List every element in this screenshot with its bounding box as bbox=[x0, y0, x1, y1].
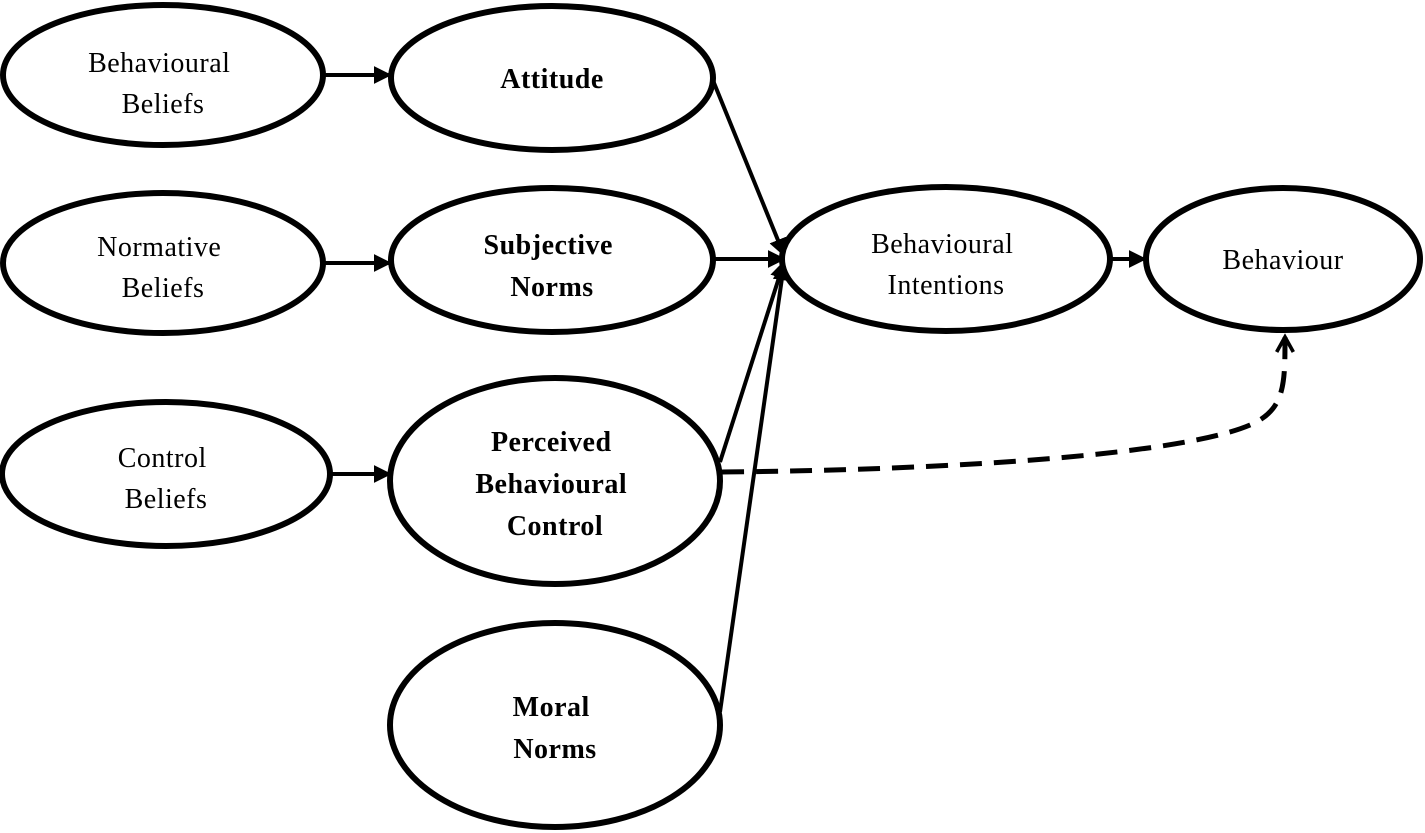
node-line: Intentions bbox=[888, 270, 1005, 301]
node-line: Control bbox=[118, 443, 207, 474]
node-subjective-norms-label: Subjective Norms bbox=[484, 230, 621, 303]
edge-perceived-behavioural-control-to-behavioural-intentions bbox=[718, 260, 788, 463]
node-line: Behavioural bbox=[871, 229, 1013, 260]
node-behavioural-intentions-shape bbox=[779, 184, 1113, 334]
node-control-beliefs-label: Control Beliefs bbox=[118, 443, 215, 515]
node-line: Norms bbox=[510, 272, 593, 303]
node-moral-norms-shape bbox=[387, 620, 723, 830]
node-perceived-behavioural-control-shape bbox=[387, 375, 723, 587]
node-behavioural-intentions-label: Behavioural Intentions bbox=[871, 229, 1021, 301]
node-subjective-norms: Subjective Norms bbox=[388, 185, 716, 335]
node-perceived-behavioural-control-label: Perceived Behavioural Control bbox=[475, 427, 634, 542]
node-normative-beliefs-shape bbox=[0, 190, 326, 336]
node-line: Behaviour bbox=[1222, 245, 1343, 276]
node-behaviour-label: Behaviour bbox=[1222, 245, 1343, 276]
node-attitude: Attitude bbox=[388, 3, 716, 153]
node-line: Control bbox=[507, 511, 603, 542]
node-line: Beliefs bbox=[122, 89, 205, 120]
node-normative-beliefs-label: Normative Beliefs bbox=[97, 232, 229, 304]
node-line: Attitude bbox=[500, 64, 604, 95]
node-behaviour: Behaviour bbox=[1143, 185, 1423, 333]
node-moral-norms-label: Moral Norms bbox=[513, 692, 598, 765]
node-line: Subjective bbox=[484, 230, 613, 261]
node-line: Moral bbox=[513, 692, 590, 723]
node-behavioural-intentions: Behavioural Intentions bbox=[779, 184, 1113, 334]
edge-attitude-to-behavioural-intentions bbox=[710, 77, 787, 257]
node-attitude-shape bbox=[388, 3, 716, 153]
node-behavioural-beliefs-shape bbox=[0, 2, 326, 148]
node-line: Beliefs bbox=[122, 273, 205, 304]
node-control-beliefs: Control Beliefs bbox=[0, 399, 333, 549]
node-line: Behavioural bbox=[475, 469, 627, 500]
edge-perceived-behavioural-control-to-behaviour-dashed bbox=[721, 337, 1285, 475]
node-moral-norms: Moral Norms bbox=[387, 620, 723, 830]
node-line: Norms bbox=[513, 734, 596, 765]
node-line: Behavioural bbox=[88, 48, 230, 79]
node-line: Normative bbox=[97, 232, 221, 263]
node-subjective-norms-shape bbox=[388, 185, 716, 335]
node-perceived-behavioural-control: Perceived Behavioural Control bbox=[387, 375, 723, 587]
node-line: Perceived bbox=[491, 427, 612, 458]
node-behavioural-beliefs-label: Behavioural Beliefs bbox=[88, 48, 238, 120]
edges bbox=[324, 66, 1285, 713]
node-line: Beliefs bbox=[125, 484, 208, 515]
node-behavioural-beliefs: Behavioural Beliefs bbox=[0, 2, 326, 148]
node-normative-beliefs: Normative Beliefs bbox=[0, 190, 326, 336]
edge-moral-norms-to-behavioural-intentions bbox=[718, 262, 791, 713]
node-behaviour-shape bbox=[1143, 185, 1423, 333]
node-attitude-label: Attitude bbox=[500, 64, 604, 95]
node-control-beliefs-shape bbox=[0, 399, 333, 549]
